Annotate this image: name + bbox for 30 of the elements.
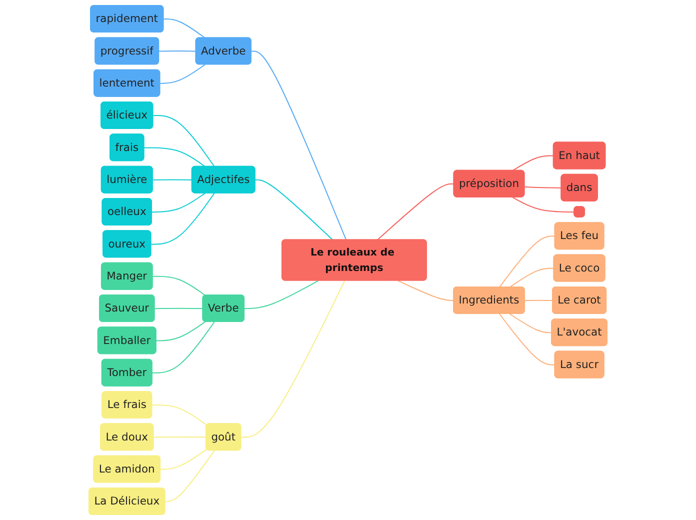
connector xyxy=(164,18,206,38)
connector xyxy=(499,236,555,288)
connector xyxy=(244,280,318,310)
connector xyxy=(377,183,454,240)
connector xyxy=(154,436,206,438)
connector xyxy=(499,314,555,366)
connector xyxy=(153,115,215,167)
connector xyxy=(524,186,562,188)
connector xyxy=(144,147,206,167)
connector xyxy=(152,192,206,213)
connector xyxy=(512,196,574,213)
connector xyxy=(509,268,554,288)
connector xyxy=(524,300,553,302)
connector xyxy=(151,193,215,245)
connector xyxy=(159,50,196,52)
connector xyxy=(160,64,206,84)
connector xyxy=(255,179,334,240)
connector xyxy=(398,280,454,302)
connector xyxy=(160,448,208,470)
connector xyxy=(152,179,192,180)
connector xyxy=(165,450,215,502)
connector xyxy=(156,321,206,342)
connector xyxy=(512,155,554,171)
connector xyxy=(152,404,208,426)
connector xyxy=(251,50,347,240)
connector xyxy=(241,280,346,438)
connector xyxy=(152,322,215,374)
connector xyxy=(154,308,203,310)
connector xyxy=(509,314,552,334)
connector xyxy=(152,276,206,296)
